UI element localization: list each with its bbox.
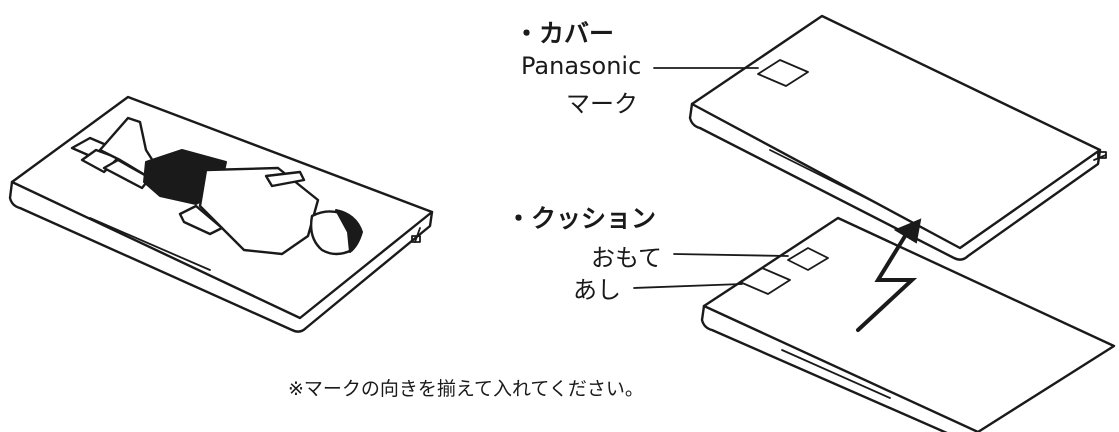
cushion-heading: ・クッション [506, 204, 657, 233]
cover-illustration [688, 14, 1107, 261]
foot-leader-line [633, 283, 743, 289]
cushion-illustration [700, 216, 1116, 432]
cover-heading: ・カバー [514, 19, 615, 48]
front-label: おもて [591, 244, 663, 272]
zigzag-arrow-icon [856, 218, 922, 332]
mark-label: マーク [566, 90, 638, 118]
panasonic-label: Panasonic [521, 52, 642, 80]
alignment-note: ※マークの向きを揃えて入れてください。 [288, 378, 644, 400]
mattress-with-person-illustration [8, 95, 434, 333]
foot-label: あし [573, 276, 621, 304]
front-leader-line [673, 253, 789, 257]
